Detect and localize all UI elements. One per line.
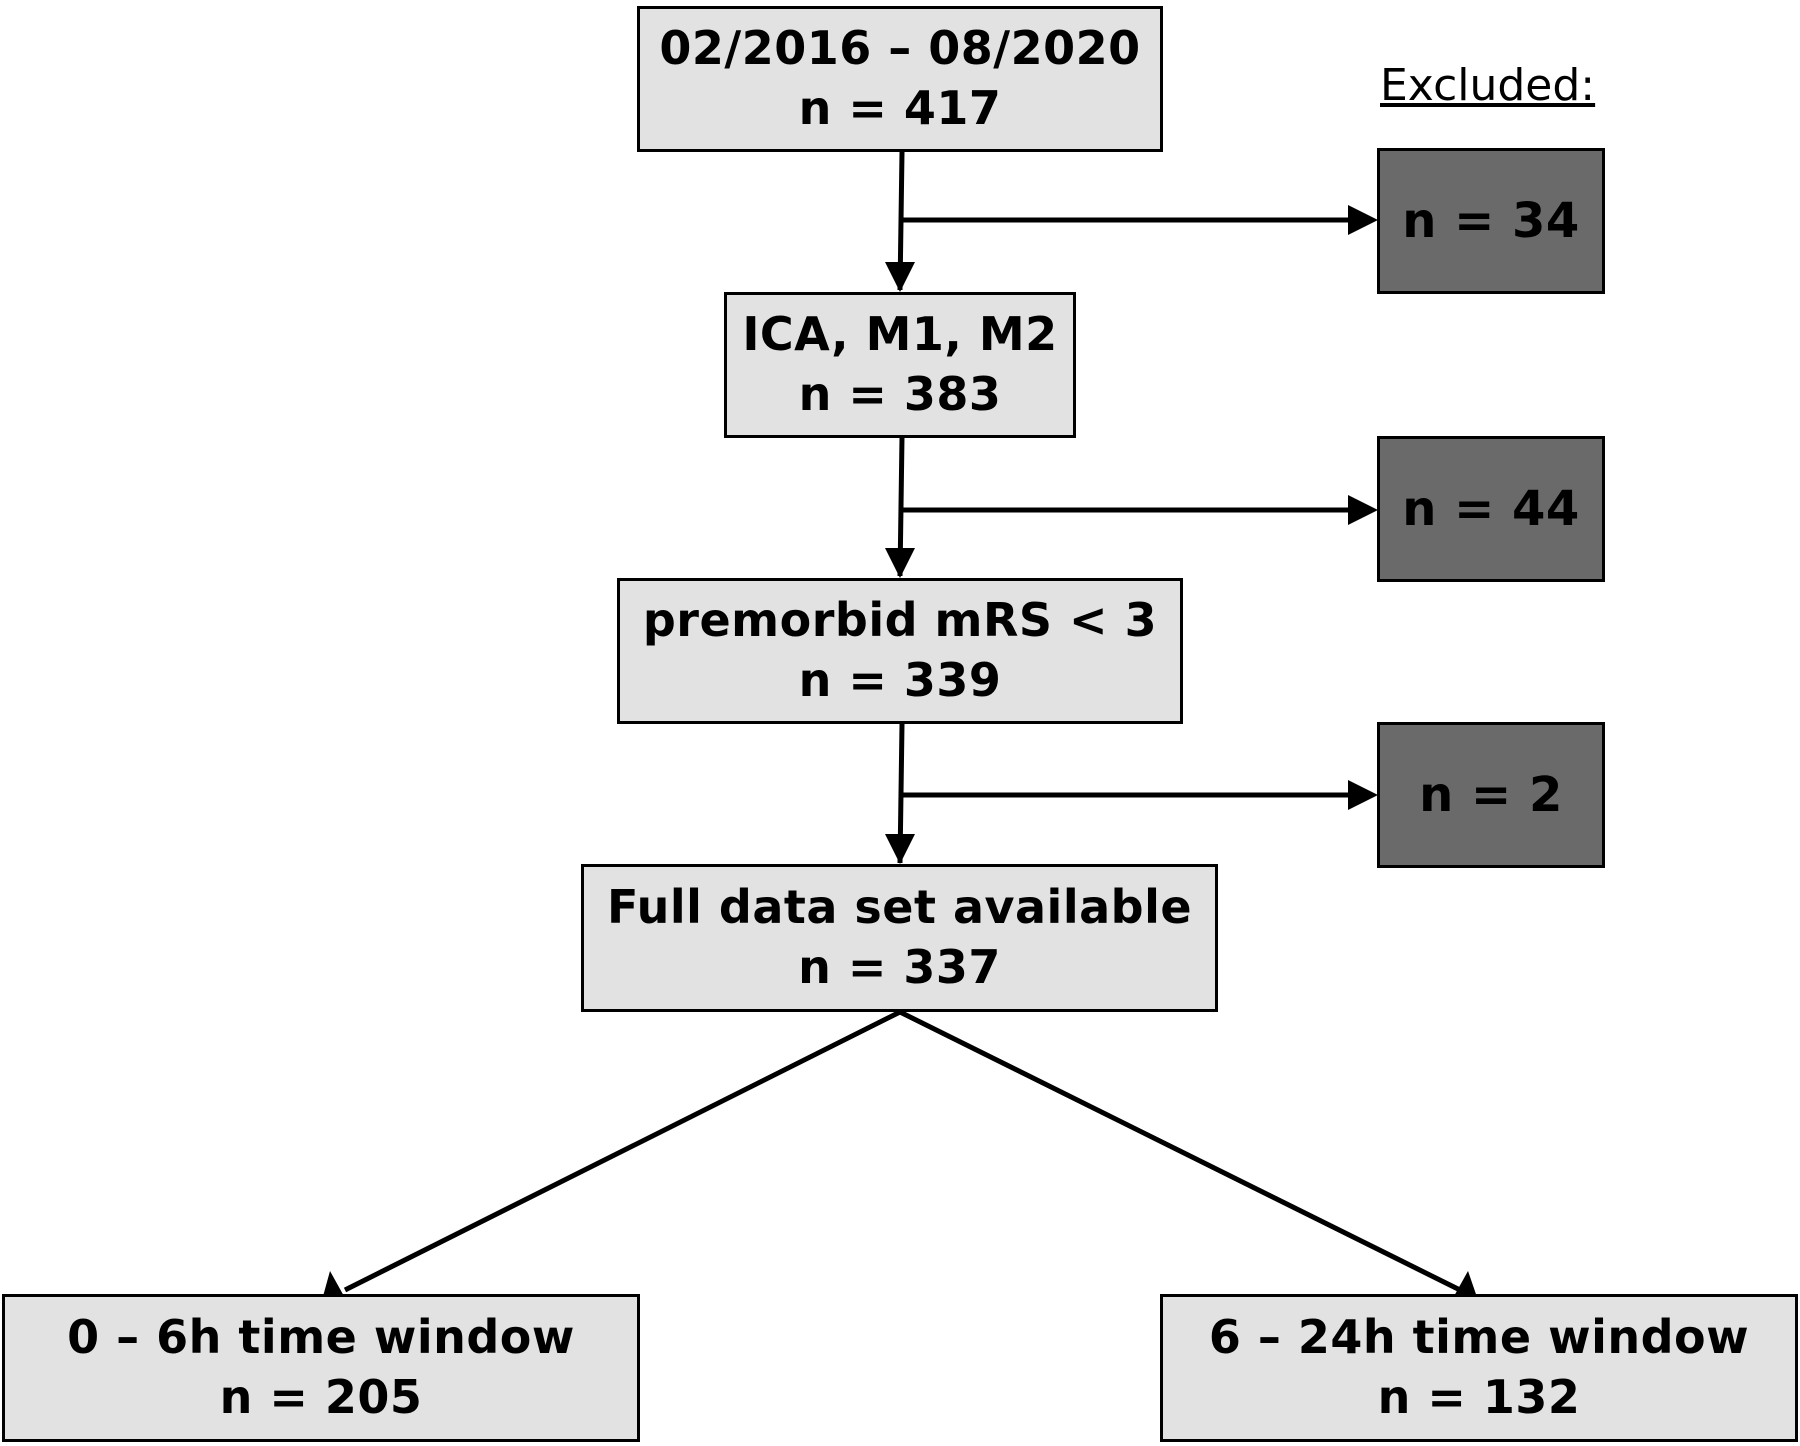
step-count: n = 339 xyxy=(798,653,1002,707)
branch-label: 6 – 24h time window xyxy=(1208,1310,1750,1365)
branch-label: 0 – 6h time window xyxy=(67,1310,575,1365)
step-box-enrollment: 02/2016 – 08/2020 n = 417 xyxy=(637,6,1163,152)
arrowhead-step4 xyxy=(885,834,915,864)
step-count: n = 337 xyxy=(798,940,1001,994)
arrowhead-step3 xyxy=(885,548,915,578)
excluded-heading: Excluded: xyxy=(1380,60,1596,111)
excluded-count: n = 34 xyxy=(1402,192,1580,249)
arrow-to-left-branch xyxy=(343,1009,902,1293)
arrowhead-left-branch xyxy=(322,1271,345,1300)
arrowhead-exclusion-2 xyxy=(1348,495,1378,525)
arrowhead-step2 xyxy=(885,262,915,292)
branch-box-early-window: 0 – 6h time window n = 205 xyxy=(2,1294,640,1442)
step-label: premorbid mRS < 3 xyxy=(642,593,1158,648)
branch-box-late-window: 6 – 24h time window n = 132 xyxy=(1160,1294,1798,1442)
step-label: 02/2016 – 08/2020 xyxy=(659,21,1141,76)
branch-count: n = 205 xyxy=(219,1370,423,1424)
step-count: n = 417 xyxy=(798,81,1002,135)
step-count: n = 383 xyxy=(798,367,1002,421)
arrow-to-right-branch xyxy=(898,1009,1462,1293)
excluded-box-2: n = 44 xyxy=(1377,436,1605,582)
arrowhead-exclusion-3 xyxy=(1348,780,1378,810)
excluded-count: n = 44 xyxy=(1402,480,1580,537)
step-box-premorbid-mrs: premorbid mRS < 3 n = 339 xyxy=(617,578,1183,724)
step-label: ICA, M1, M2 xyxy=(742,307,1058,362)
excluded-count: n = 2 xyxy=(1419,766,1563,823)
step-label: Full data set available xyxy=(606,880,1193,935)
excluded-box-3: n = 2 xyxy=(1377,722,1605,868)
arrowhead-right-branch xyxy=(1453,1271,1478,1300)
arrowhead-exclusion-1 xyxy=(1348,205,1378,235)
excluded-box-1: n = 34 xyxy=(1377,148,1605,294)
step-box-full-data-set: Full data set available n = 337 xyxy=(581,864,1218,1012)
branch-count: n = 132 xyxy=(1377,1370,1581,1424)
step-box-occlusion-site: ICA, M1, M2 n = 383 xyxy=(724,292,1076,438)
